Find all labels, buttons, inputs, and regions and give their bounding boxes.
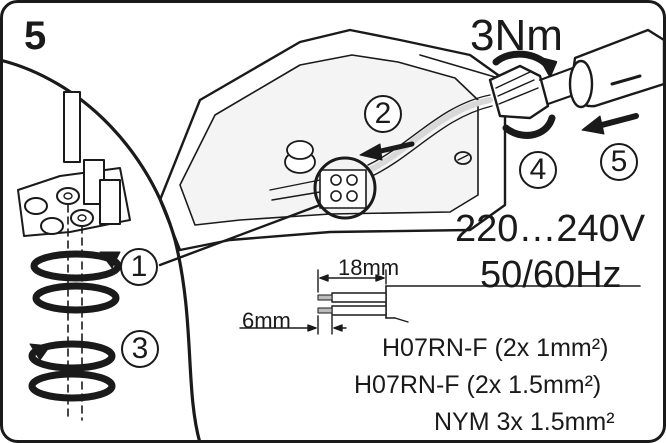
terminal-hole [330,190,342,202]
rotate-arrow-upper [30,250,122,314]
cable-type-1: H07RN-F (2x 1mm²) [382,334,609,362]
rotate-arrow-lower [28,340,116,402]
internal-wires [367,97,493,173]
mounting-boss-top [286,140,314,160]
gland-thread [495,71,531,89]
terminal-block [319,169,367,209]
detail-rail [63,91,81,163]
detail-leader [158,203,322,267]
push-arrow-small [610,74,642,86]
sleeve-end [568,59,594,109]
cable-gland [488,64,550,120]
detail-screw [24,197,48,215]
step-marker-3: 3 [121,330,159,368]
insert-arrow-step-2 [359,141,415,161]
rail [271,191,321,201]
dimension-6mm [239,315,347,335]
terminal-hole [330,174,342,186]
push-arrow-step-5 [581,113,639,135]
housing-edge [419,54,506,81]
step-marker-1: 1 [120,248,158,286]
voltage-label: 220…240V [455,208,646,250]
gland-thread [498,87,539,105]
strip-length-inner-label: 6mm [242,308,291,333]
tighten-arrow-bottom [502,114,556,139]
housing-inner-well [179,54,479,226]
step-marker-4: 4 [519,151,557,189]
screw-head [454,151,472,165]
detail-clamp [99,179,121,225]
step-marker-5: 5 [600,143,638,181]
detail-screw-slot [77,214,87,222]
stripped-cable [317,285,641,323]
detail-screw [56,187,80,205]
detail-screw [40,217,64,235]
step-marker-2: 2 [364,95,402,133]
terminal-hole [346,174,358,186]
detail-circle [0,58,202,443]
cable-type-2: H07RN-F (2x 1.5mm²) [354,371,602,399]
tighten-arrowhead [538,56,558,78]
detail-screw-slot [63,192,73,200]
cable-type-3: NYM 3x 1.5mm² [434,408,615,436]
dimension-18mm [317,269,387,293]
strip-length-outer-label: 18mm [338,255,400,280]
terminal-hole [346,190,358,202]
detail-screw [70,209,94,227]
rail [269,179,321,191]
frequency-label: 50/60Hz [480,254,622,296]
gland-thread [497,79,535,97]
step-number: 5 [24,14,47,58]
detail-magnifier [313,156,377,220]
torque-label: 3Nm [470,11,563,60]
screw-slot [457,154,469,161]
